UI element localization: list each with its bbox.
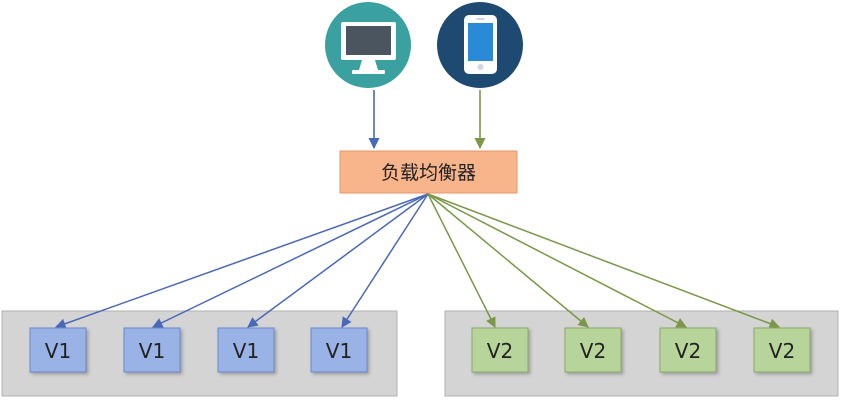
v2-arrows — [427, 193, 780, 329]
v1-node-label: V1 — [45, 339, 71, 363]
load-balancer: 负载均衡器 — [339, 150, 518, 194]
v1-node-label: V1 — [139, 339, 165, 363]
v2-node: V2 — [753, 327, 811, 373]
desktop-client — [325, 2, 411, 88]
lb-to-v1-arrow-1 — [55, 193, 429, 329]
v1-node: V1 — [310, 327, 368, 373]
lb-to-v2-arrow-3 — [427, 193, 687, 328]
mobile-client — [437, 2, 523, 88]
v1-node: V1 — [123, 327, 181, 373]
v1-node: V1 — [29, 327, 87, 373]
lb-to-v1-arrow-3 — [247, 193, 429, 328]
lb-to-v1-arrow-2 — [152, 193, 429, 328]
v2-node: V2 — [471, 327, 529, 373]
desktop-monitor-icon — [341, 22, 396, 74]
lb-to-v1-arrow-4 — [341, 193, 429, 328]
lb-to-v2-arrow-2 — [427, 193, 589, 328]
v1-node: V1 — [217, 327, 275, 373]
lb-to-v2-arrow-4 — [427, 193, 780, 329]
v2-node-label: V2 — [675, 339, 701, 363]
v1-arrows — [55, 193, 429, 329]
v2-node-label: V2 — [769, 339, 795, 363]
mobile-phone-icon — [464, 15, 497, 74]
v1-node-label: V1 — [233, 339, 259, 363]
load-balancer-label: 负载均衡器 — [381, 162, 476, 184]
v2-node: V2 — [564, 327, 622, 373]
v2-node-label: V2 — [580, 339, 606, 363]
v2-node-label: V2 — [487, 339, 513, 363]
load-balancer-box — [339, 150, 518, 194]
v1-node-label: V1 — [326, 339, 352, 363]
v2-node: V2 — [659, 327, 717, 373]
lb-to-v2-arrow-1 — [427, 193, 496, 328]
